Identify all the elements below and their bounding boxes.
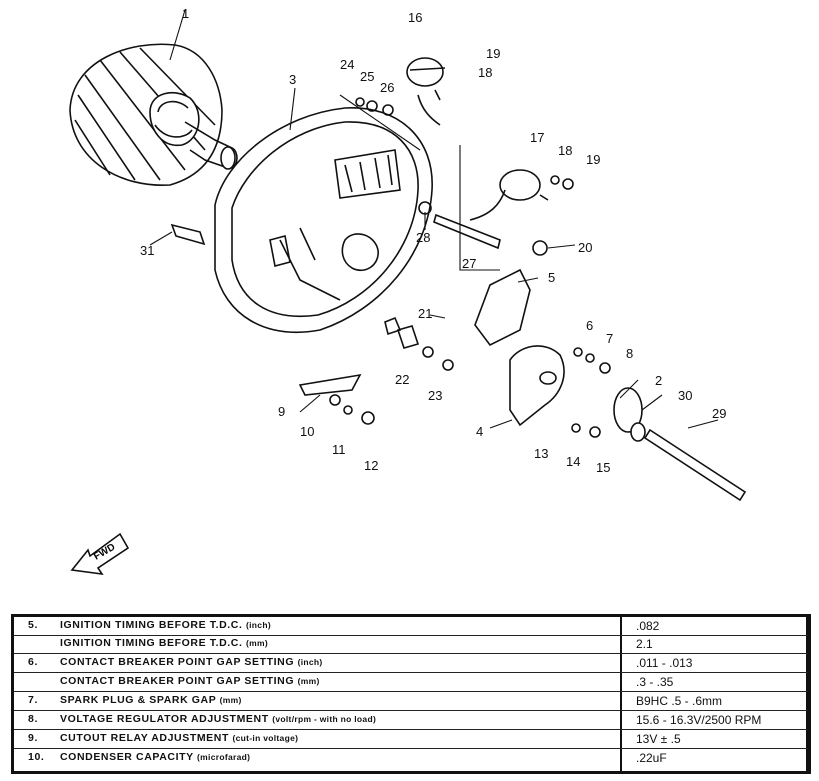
callout-2: 2 bbox=[655, 373, 662, 388]
callout-18b: 18 bbox=[558, 143, 572, 158]
callout-5: 5 bbox=[548, 270, 555, 285]
callout-26: 26 bbox=[380, 80, 394, 95]
table-row: 5. IGNITION TIMING BEFORE T.D.C. (inch) … bbox=[14, 617, 808, 635]
table-divider-right bbox=[806, 617, 808, 771]
callout-14: 14 bbox=[566, 454, 580, 469]
spec-label: VOLTAGE REGULATOR ADJUSTMENT (volt/rpm -… bbox=[60, 713, 377, 725]
spec-num: 7. bbox=[28, 694, 38, 706]
callout-3: 3 bbox=[289, 72, 296, 87]
callout-19b: 19 bbox=[586, 152, 600, 167]
callout-9: 9 bbox=[278, 404, 285, 419]
callout-16: 16 bbox=[408, 10, 422, 25]
leader-lines bbox=[149, 9, 719, 429]
washer-part bbox=[630, 422, 646, 442]
breaker-plate-part bbox=[474, 268, 565, 427]
table-row: CONTACT BREAKER POINT GAP SETTING (mm) .… bbox=[14, 673, 808, 691]
spec-label: IGNITION TIMING BEFORE T.D.C. (inch) bbox=[60, 619, 271, 631]
spec-num: 5. bbox=[28, 619, 38, 631]
table-row: 8. VOLTAGE REGULATOR ADJUSTMENT (volt/rp… bbox=[14, 711, 808, 729]
spec-value: B9HC .5 - .6mm bbox=[636, 694, 723, 708]
table-row: 6. CONTACT BREAKER POINT GAP SETTING (in… bbox=[14, 654, 808, 672]
exploded-view-diagram: 1 3 24 25 26 16 19 18 17 18 19 31 28 27 … bbox=[69, 6, 747, 576]
spec-table: 5. IGNITION TIMING BEFORE T.D.C. (inch) … bbox=[11, 614, 811, 774]
rotor-part bbox=[69, 43, 238, 186]
callout-17: 17 bbox=[530, 130, 544, 145]
table-row: 10. CONDENSER CAPACITY (microfarad) .22u… bbox=[14, 749, 808, 767]
callout-19: 19 bbox=[486, 46, 500, 61]
callout-29: 29 bbox=[712, 406, 726, 421]
spec-label: IGNITION TIMING BEFORE T.D.C. (mm) bbox=[60, 637, 268, 649]
callout-20: 20 bbox=[578, 240, 592, 255]
bolt-part bbox=[433, 213, 501, 250]
callout-18: 18 bbox=[478, 65, 492, 80]
callout-23: 23 bbox=[428, 388, 442, 403]
long-bolt-part bbox=[643, 428, 747, 502]
spec-num: 10. bbox=[28, 751, 45, 763]
callout-12: 12 bbox=[364, 458, 378, 473]
callout-30: 30 bbox=[678, 388, 692, 403]
spec-value: .22uF bbox=[636, 751, 667, 765]
callout-28: 28 bbox=[416, 230, 430, 245]
spec-value: .011 - .013 bbox=[636, 656, 693, 670]
callout-21: 21 bbox=[418, 306, 432, 321]
callout-8: 8 bbox=[626, 346, 633, 361]
table-row: IGNITION TIMING BEFORE T.D.C. (mm) 2.1 bbox=[14, 635, 808, 653]
callout-7: 7 bbox=[606, 331, 613, 346]
table-divider bbox=[620, 617, 622, 771]
table-row: 9. CUTOUT RELAY ADJUSTMENT (cut-in volta… bbox=[14, 730, 808, 748]
stator-housing-part bbox=[214, 107, 433, 333]
table-row: 7. SPARK PLUG & SPARK GAP (mm) B9HC .5 -… bbox=[14, 692, 808, 710]
callout-22: 22 bbox=[395, 372, 409, 387]
spec-value: .082 bbox=[636, 619, 660, 633]
spec-value: 13V ± .5 bbox=[636, 732, 681, 746]
spec-label: SPARK PLUG & SPARK GAP (mm) bbox=[60, 694, 242, 706]
callout-24: 24 bbox=[340, 57, 354, 72]
spec-value: 15.6 - 16.3V/2500 RPM bbox=[636, 713, 762, 727]
callout-1: 1 bbox=[182, 6, 189, 21]
callout-6: 6 bbox=[586, 318, 593, 333]
callout-4: 4 bbox=[476, 424, 483, 439]
spec-num: 6. bbox=[28, 656, 38, 668]
spec-label: CONTACT BREAKER POINT GAP SETTING (mm) bbox=[60, 675, 320, 687]
callout-31: 31 bbox=[140, 243, 154, 258]
callout-10: 10 bbox=[300, 424, 314, 439]
spec-label: CONTACT BREAKER POINT GAP SETTING (inch) bbox=[60, 656, 323, 668]
fwd-arrow: FWD bbox=[70, 532, 130, 576]
condenser-part bbox=[406, 57, 549, 221]
callout-13: 13 bbox=[534, 446, 548, 461]
pin-part bbox=[170, 223, 206, 246]
spec-num: 9. bbox=[28, 732, 38, 744]
spec-value: 2.1 bbox=[636, 637, 653, 651]
callout-25: 25 bbox=[360, 69, 374, 84]
spec-num: 8. bbox=[28, 713, 38, 725]
spec-label: CONDENSER CAPACITY (microfarad) bbox=[60, 751, 251, 763]
callout-labels: 1 3 24 25 26 16 19 18 17 18 19 31 28 27 … bbox=[140, 6, 726, 475]
callout-15: 15 bbox=[596, 460, 610, 475]
callout-27: 27 bbox=[462, 256, 476, 271]
callout-11: 11 bbox=[332, 442, 346, 457]
spec-value: .3 - .35 bbox=[636, 675, 674, 689]
spec-label: CUTOUT RELAY ADJUSTMENT (cut-in voltage) bbox=[60, 732, 299, 744]
